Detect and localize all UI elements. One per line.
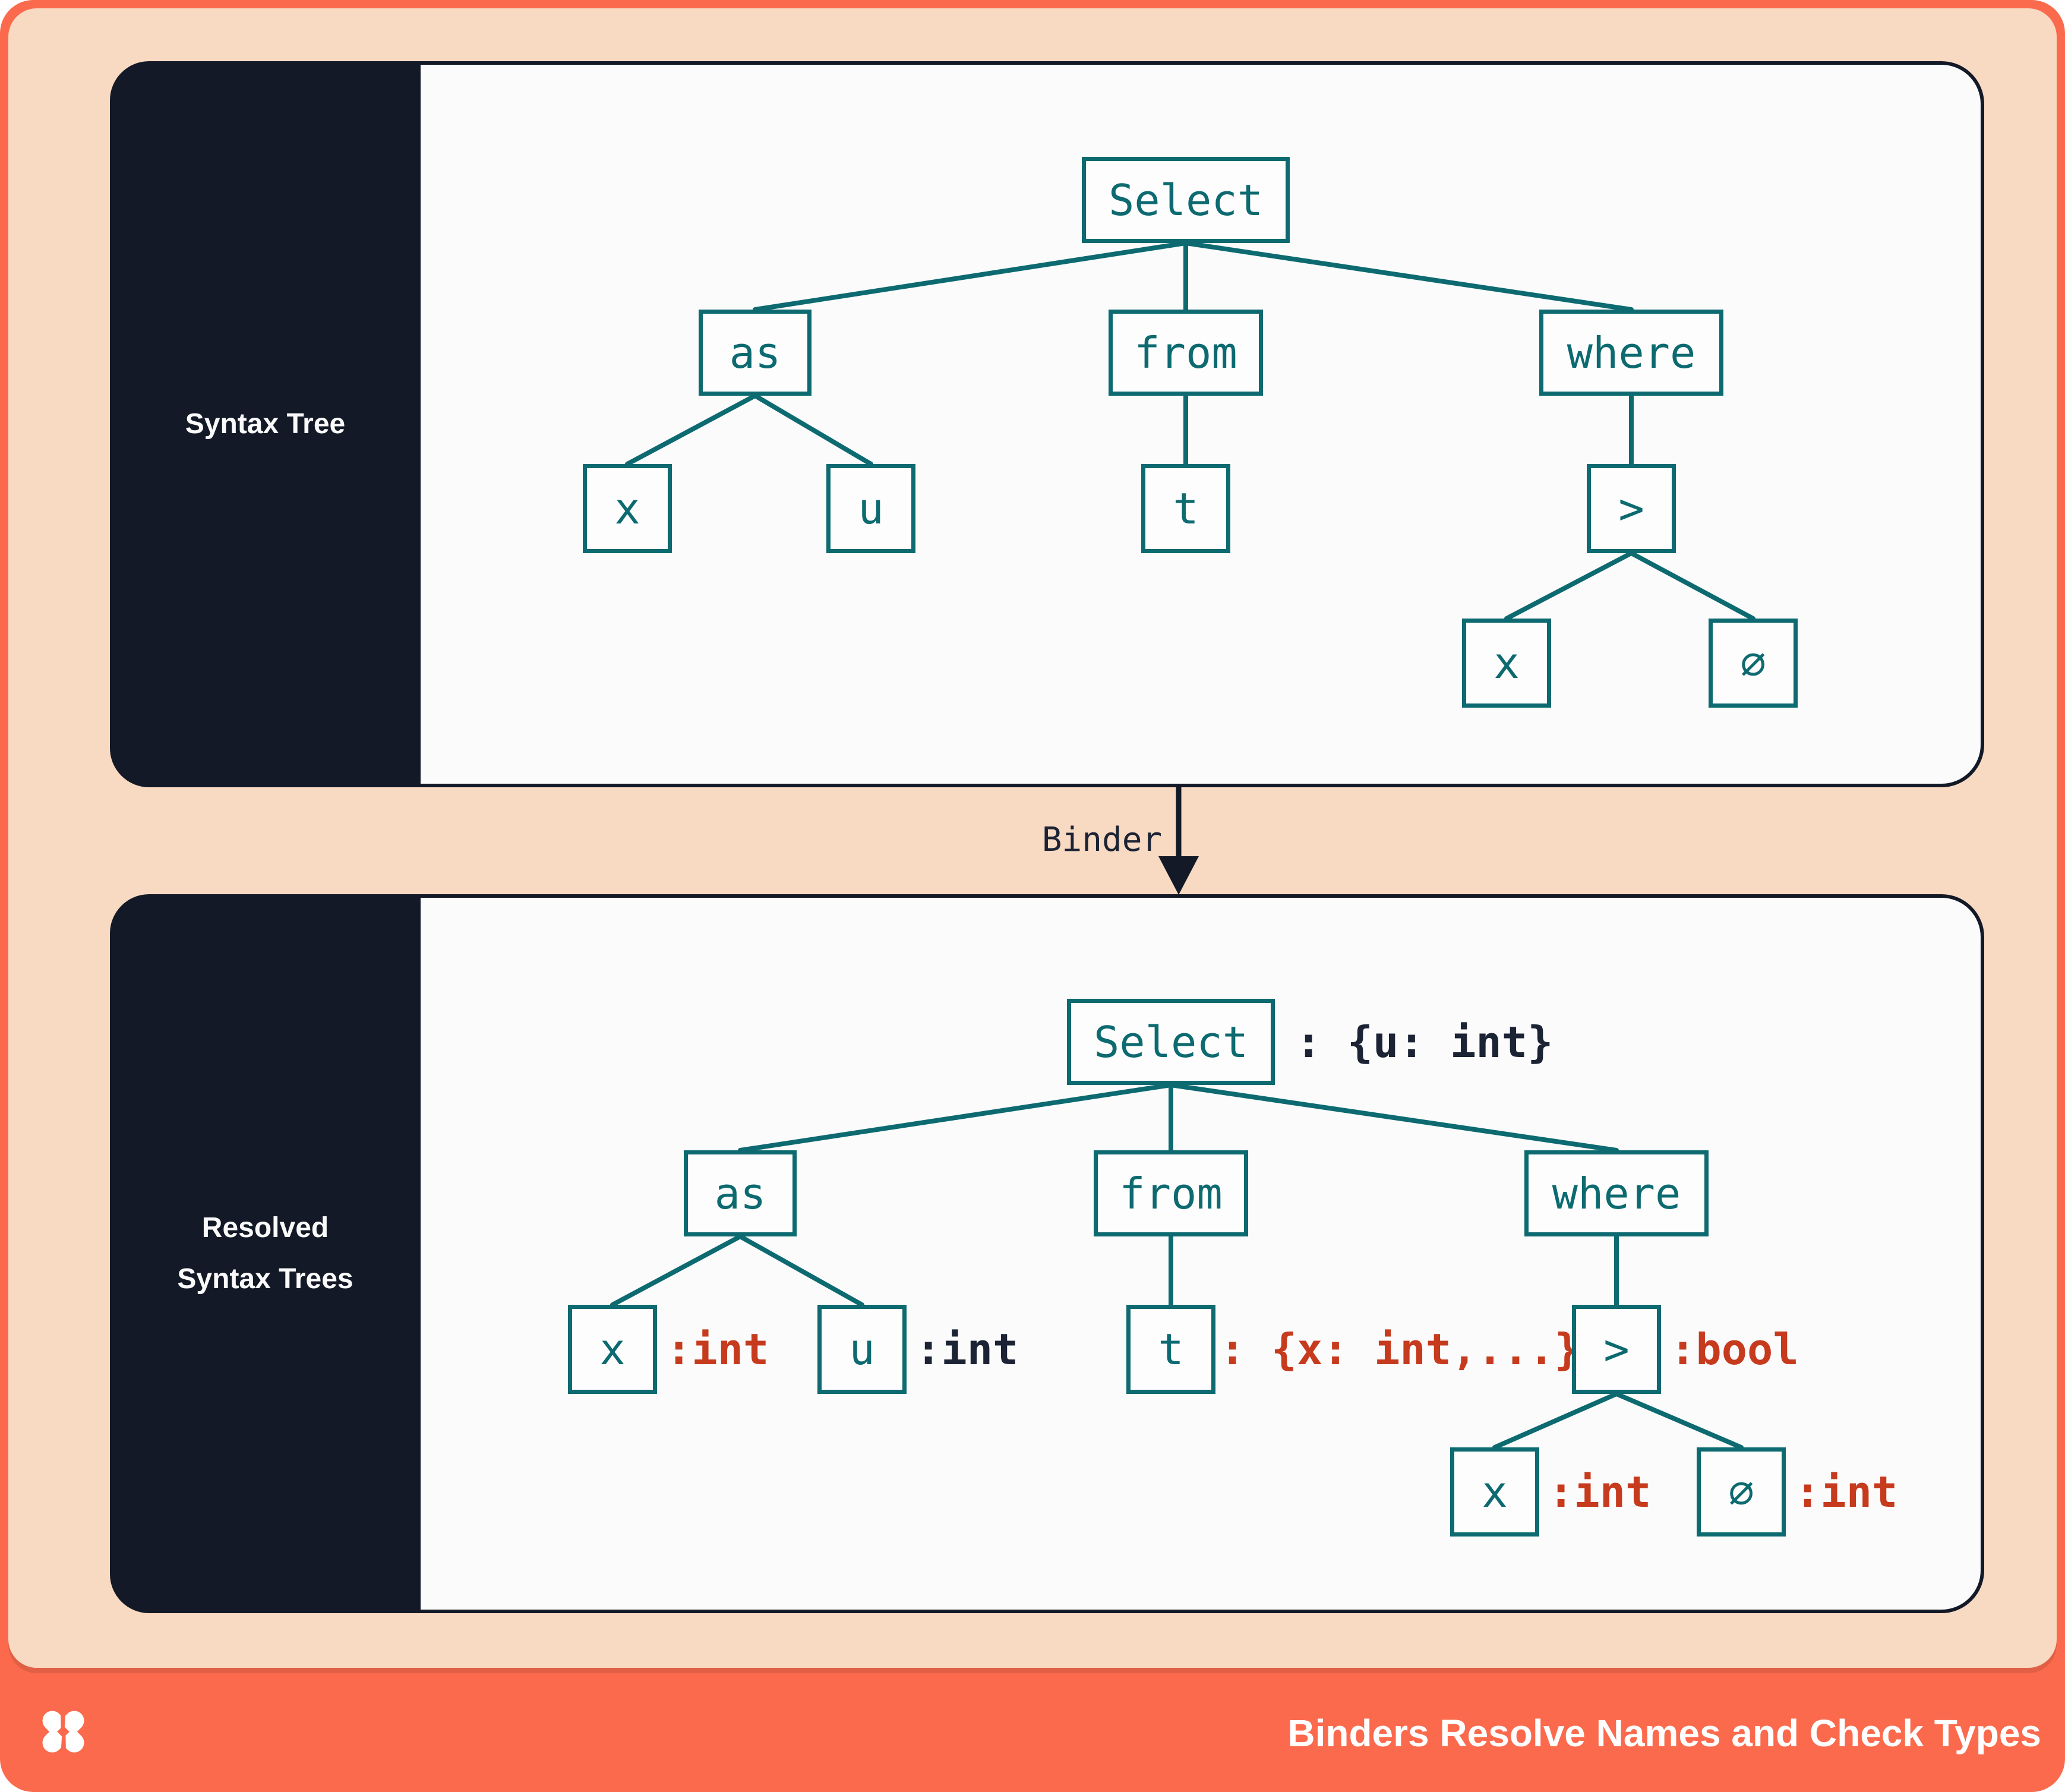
tree-node-label: where xyxy=(1552,1168,1681,1219)
tree-node-label: ∅ xyxy=(1740,638,1766,688)
type-annotation-select: : {u: int} xyxy=(1296,1017,1554,1067)
tree-node-x: x xyxy=(568,1305,657,1394)
resolved-syntax-trees-sidebar: Resolved Syntax Trees xyxy=(110,894,421,1613)
tree-node-label: ∅ xyxy=(1728,1467,1754,1517)
tree-node-x: x xyxy=(583,464,672,553)
resolved-syntax-trees-sidebar-label: Resolved Syntax Trees xyxy=(177,1212,353,1295)
tree-node-as: as xyxy=(684,1150,797,1236)
resolved-syntax-trees-panel: Resolved Syntax Trees Select : { xyxy=(110,894,1984,1613)
tree-node-where: where xyxy=(1539,310,1723,396)
type-annotation-greater-than: :bool xyxy=(1670,1324,1799,1374)
tree-node-u: u xyxy=(826,464,915,553)
tree-node-label: where xyxy=(1567,327,1696,378)
tree-node-select: Select xyxy=(1082,157,1290,243)
tree-node-label: u xyxy=(858,484,884,534)
tree-node-label: x xyxy=(614,484,640,534)
tree-node-u: u xyxy=(817,1305,907,1394)
binder-label: Binder xyxy=(1041,821,1163,859)
tree-node-as: as xyxy=(699,310,812,396)
tree-node-from: from xyxy=(1109,310,1263,396)
tree-node-label: Select xyxy=(1093,1017,1249,1067)
tree-node-label: as xyxy=(729,327,781,378)
syntax-tree-sidebar: Syntax Tree xyxy=(110,61,421,787)
type-annotation-x-operand: :int xyxy=(1548,1467,1652,1517)
syntax-tree-sidebar-label: Syntax Tree xyxy=(185,408,346,440)
type-annotation-t: : {x: int,...} xyxy=(1220,1324,1580,1374)
tree-node-select: Select xyxy=(1067,999,1275,1085)
tree-node-label: as xyxy=(714,1168,766,1219)
tree-node-greater-than: > xyxy=(1572,1305,1661,1394)
footer-title: Binders Resolve Names and Check Types xyxy=(1287,1712,2041,1755)
tree-node-from: from xyxy=(1094,1150,1248,1236)
tree-node-label: > xyxy=(1603,1324,1630,1374)
tree-node-x-operand: x xyxy=(1450,1447,1539,1537)
tree-node-t: t xyxy=(1141,464,1230,553)
tree-node-greater-than: > xyxy=(1587,464,1676,553)
tree-node-label: x xyxy=(599,1324,626,1374)
tree-node-label: t xyxy=(1173,484,1199,534)
binder-arrow-icon xyxy=(1158,786,1199,895)
tree-node-label: x xyxy=(1494,638,1520,688)
type-annotation-zero: :int xyxy=(1795,1467,1898,1517)
tree-node-where: where xyxy=(1524,1150,1709,1236)
tree-node-zero: ∅ xyxy=(1709,619,1798,708)
tree-node-label: from xyxy=(1119,1168,1223,1219)
tree-node-label: Select xyxy=(1108,175,1264,225)
syntax-tree-panel: Syntax Tree Select as xyxy=(110,61,1984,787)
pinwheel-x-logo-icon xyxy=(42,1703,84,1761)
tree-node-t: t xyxy=(1126,1305,1215,1394)
tree-node-x-operand: x xyxy=(1462,619,1551,708)
tree-node-label: x xyxy=(1482,1467,1508,1517)
tree-node-label: u xyxy=(849,1324,875,1374)
tree-node-label: > xyxy=(1618,484,1644,534)
tree-node-label: from xyxy=(1134,327,1237,378)
type-annotation-u: :int xyxy=(915,1324,1019,1374)
tree-node-zero: ∅ xyxy=(1697,1447,1786,1537)
tree-node-label: t xyxy=(1158,1324,1184,1374)
type-annotation-x: :int xyxy=(666,1324,769,1374)
